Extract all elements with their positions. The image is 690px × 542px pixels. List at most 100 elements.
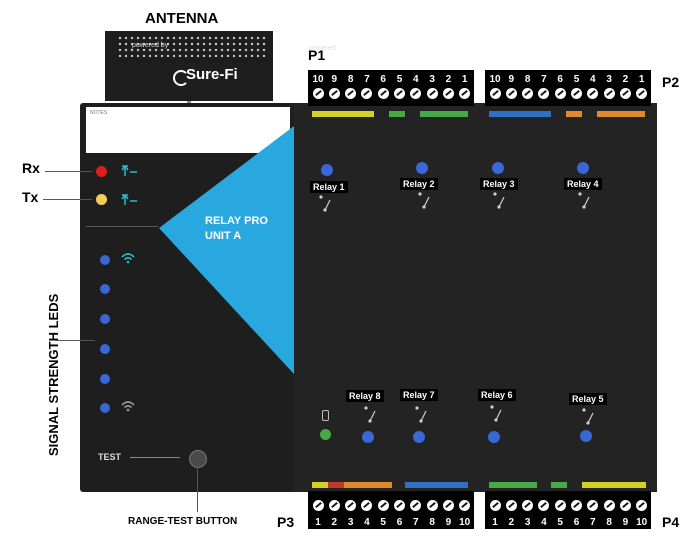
range-test-button[interactable] [189,450,207,468]
p2-terminal-number: 10 [489,74,501,85]
p2-terminal-number: 8 [524,74,531,85]
notes-area: NOTES [86,107,290,153]
p4-screw-terminal[interactable] [603,500,615,511]
p1-screw-terminal[interactable] [459,88,471,99]
rx-pointer-line [45,171,92,172]
p1-screw-terminal[interactable] [328,88,340,99]
p4-screw-terminal[interactable] [554,500,566,511]
p2-screw-terminal[interactable] [636,88,648,99]
p2-screw-terminal[interactable] [603,88,615,99]
p2-terminal-number: 9 [508,74,515,85]
range-test-button-label: RANGE-TEST BUTTON [128,516,238,527]
p4-terminal-number: 5 [557,517,563,528]
p3-screw-terminal[interactable] [345,500,357,511]
p3-bar-red [328,482,344,488]
p2-screw-terminal[interactable] [538,88,550,99]
signal-strength-label: SIGNAL STRENGTH LEDS [46,293,61,456]
p4-screw-terminal[interactable] [522,500,534,511]
p3-bar-blue [405,482,468,488]
p3-terminal-number: 7 [413,517,419,528]
tx-label: Tx [22,189,39,205]
p4-screw-terminal[interactable] [619,500,631,511]
p1-screw-terminal[interactable] [345,88,357,99]
relay-6-led [488,431,500,443]
p2-screw-terminal[interactable] [554,88,566,99]
relay-7-led [413,431,425,443]
relay-8-label: Relay 8 [346,390,384,402]
p4-terminal-number: 10 [636,517,648,528]
unit-name-line1: RELAY PRO [205,215,268,227]
p1-terminal-number: 7 [364,74,370,85]
p1-screw-terminal[interactable] [312,88,324,99]
p2-bar-orange-1 [566,111,582,117]
p1-screw-terminal[interactable] [377,88,389,99]
p2-screw-terminal[interactable] [619,88,631,99]
p1-screw-terminal[interactable] [361,88,373,99]
rx-antenna-icon [121,164,139,182]
p3-bar-orange [344,482,392,488]
p3-screw-terminal[interactable] [312,500,324,511]
p3-terminal-number: 1 [315,517,321,528]
signal-pointer-line [55,340,95,341]
relay-4-label: Relay 4 [564,178,602,190]
p3-bar-yellow [312,482,328,488]
tx-led [96,194,107,205]
p2-screw-terminal[interactable] [505,88,517,99]
p2-terminal-number: 2 [622,74,629,85]
p3-terminal-number: 3 [347,517,354,528]
range-test-pointer-line [197,467,198,512]
p3-terminal-number: 8 [429,517,435,528]
p4-screw-terminal[interactable] [587,500,599,511]
p1-screw-terminal[interactable] [410,88,422,99]
p4-screw-terminal[interactable] [571,500,582,511]
p2-screw-terminal[interactable] [522,88,534,99]
p2-screw-terminal[interactable] [571,88,582,99]
p4-bar-green-2 [551,482,567,488]
p2-screw-terminal[interactable] [489,88,501,99]
p3-terminal-number: 4 [364,517,370,528]
p1-screw-terminal[interactable] [426,88,438,99]
relay-7-label: Relay 7 [400,389,438,401]
p4-bar-green-1 [489,482,537,488]
p3-screw-terminal[interactable] [377,500,389,511]
p2-screw-terminal[interactable] [587,88,599,99]
p3-terminal-number: 5 [380,517,386,528]
signal-led-2 [100,284,110,294]
p4-terminal-number: 2 [508,517,515,528]
powered-by-text: powered by [309,45,336,59]
p2-terminal-number: 7 [541,74,547,85]
p4-terminal-number: 3 [524,517,531,528]
antenna-dot-pattern [117,35,267,57]
p3-screw-terminal[interactable] [328,500,340,511]
p4-screw-terminal[interactable] [636,500,648,511]
rx-led [96,166,107,177]
relay-2-label: Relay 2 [400,178,438,190]
p3-screw-terminal[interactable] [394,500,405,511]
p3-screw-terminal[interactable] [442,500,454,511]
relay-6-label: Relay 6 [478,389,516,401]
p4-bar-yellow [582,482,646,488]
relay-3-label: Relay 3 [480,178,518,190]
p3-terminal-number: 2 [331,517,338,528]
p4-screw-terminal[interactable] [489,500,501,511]
signal-led-4 [100,344,110,354]
signal-led-6 [100,403,110,413]
p3-terminal-number: 9 [445,517,452,528]
p3-terminal-number: 6 [396,517,403,528]
p3-screw-terminal[interactable] [459,500,471,511]
p4-screw-terminal[interactable] [538,500,550,511]
notes-label: NOTES [90,110,108,116]
p3-screw-terminal[interactable] [361,500,373,511]
relay-3-led [492,162,504,174]
p1-screw-terminal[interactable] [442,88,454,99]
p4-terminal-number: 1 [492,517,498,528]
p2-terminal-number: 3 [606,74,612,85]
relay-8-led [362,431,374,443]
rxtx-separator [86,226,158,227]
p3-screw-terminal[interactable] [410,500,422,511]
p4-screw-terminal[interactable] [505,500,517,511]
p1-bar-green-1 [389,111,405,117]
p3-screw-terminal[interactable] [426,500,438,511]
signal-led-1 [100,255,110,265]
p1-screw-terminal[interactable] [394,88,405,99]
